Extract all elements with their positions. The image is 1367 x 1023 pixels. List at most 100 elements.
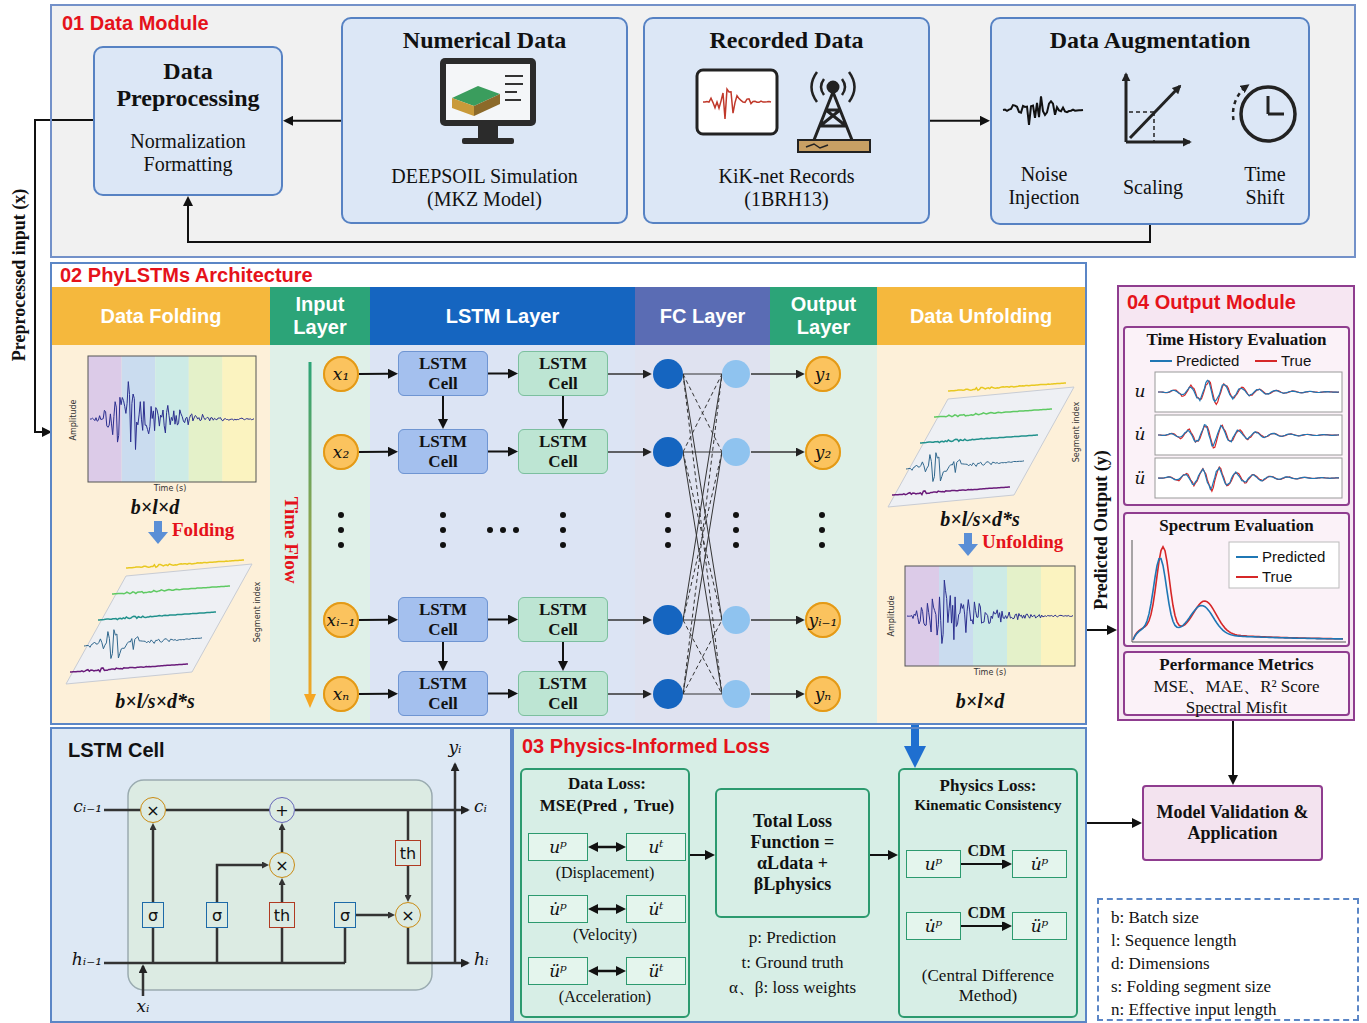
node-text: LSTM Cell [405, 600, 481, 640]
node-text: σ [212, 906, 222, 925]
label: hᵢ₋₁ [56, 950, 102, 970]
connector [217, 865, 262, 902]
connector [961, 925, 1002, 927]
node-text: Output Layer [770, 287, 877, 345]
ellipsis-dot [560, 512, 566, 518]
clock-icon [1233, 85, 1248, 120]
io-node: xᵢ₋₁ [323, 602, 359, 638]
legend-text: True [1262, 568, 1292, 585]
plot-axes [1155, 415, 1342, 455]
sigmoid-gate: σ [206, 902, 228, 928]
label: Noise Injection [998, 163, 1090, 209]
connector [870, 854, 888, 856]
connector [359, 619, 388, 621]
lstm-cell-wiring [153, 928, 345, 963]
node-text: LSTM Cell [405, 432, 481, 472]
legend-entry: True [1236, 568, 1292, 585]
lstm-cell-wiring [104, 809, 140, 812]
scaling-icon [1126, 74, 1190, 142]
lstm-cell-wiring [142, 966, 145, 996]
node-text: × [275, 856, 288, 875]
connector [930, 120, 980, 122]
label: (Displacement) [520, 864, 690, 882]
neuron [653, 679, 683, 709]
ellipsis-dot [440, 527, 446, 533]
label: Segment index [253, 582, 262, 642]
module-panel: 02 PhyLSTMs ArchitectureData FoldingInpu… [50, 262, 1087, 725]
ellipsis-dot [665, 512, 671, 518]
variable-box: u̇ᵗ [626, 895, 686, 923]
connector [488, 693, 508, 695]
node-text: Performance Metrics [1125, 655, 1348, 675]
station-icon [798, 72, 870, 152]
node-text: Data Preprocessing [95, 58, 281, 112]
fc-link [683, 374, 722, 375]
label: Time (s) [130, 484, 210, 493]
seismogram-icon [697, 70, 777, 134]
node-text: LSTM Cell [525, 600, 601, 640]
label: b×l/s×d*s [885, 508, 1075, 531]
lstm-cell: LSTM Cell [398, 351, 488, 396]
loss-box: Total Loss Function = αLdata + βLphysics [715, 788, 870, 918]
waveform [90, 382, 254, 450]
monitor-icon [478, 126, 498, 138]
time-flow-arrow [304, 694, 316, 708]
node-text: y₁ [815, 364, 831, 384]
node-text: uᵖ [925, 854, 943, 874]
legend-sample [1236, 576, 1258, 578]
node-text: x₁ [333, 364, 349, 384]
node-text: uᵗ [648, 837, 663, 857]
connector [1087, 822, 1132, 824]
station-icon [828, 82, 838, 92]
process-box: Recorded DataKiK-net Records (1BRH13) [643, 17, 930, 224]
io-node: xₙ [323, 676, 359, 712]
lstm-cell-wiring [104, 962, 345, 965]
node-text: Data Loss: MSE(Pred，True) [526, 774, 688, 817]
node-text: 02 PhyLSTMs Architecture [60, 264, 313, 287]
connector [407, 866, 410, 895]
ellipsis-dot [338, 512, 344, 518]
plot-axes [1155, 372, 1342, 412]
label: b×l×d [100, 496, 210, 519]
fc-link [608, 451, 650, 453]
node-text: th [274, 906, 290, 925]
node-text: Data Augmentation [992, 27, 1308, 54]
label: Unfolding [982, 531, 1072, 553]
output-box: Model Validation & Application [1142, 785, 1323, 861]
node-text: LSTM Cell [525, 674, 601, 714]
fc-link [683, 452, 722, 694]
connector [281, 830, 284, 852]
station-icon [806, 144, 828, 148]
operator-circle: × [140, 797, 166, 823]
true-trace [1158, 381, 1339, 405]
lstm-cell: LSTM Cell [518, 429, 608, 474]
ellipsis-dot [513, 527, 519, 533]
clock-icon [1241, 87, 1295, 141]
variable-box: üᵗ [626, 957, 686, 985]
label: ü [1131, 469, 1149, 489]
segment-trace [98, 612, 216, 620]
label: xᵢ [128, 997, 158, 1017]
fc-link [683, 374, 722, 694]
legend-text: True [1281, 352, 1311, 369]
sigmoid-gate: σ [334, 902, 356, 928]
fc-link [683, 452, 722, 620]
node-text: DEEPSOIL Simulation (MKZ Model) [381, 165, 588, 211]
ellipsis-dot [500, 527, 506, 533]
node-text: KiK-net Records (1BRH13) [683, 165, 890, 211]
connector [152, 830, 155, 902]
connector [562, 396, 564, 419]
monitor-icon [474, 94, 500, 116]
plot-strokes [66, 89, 1346, 709]
lstm-cell: LSTM Cell [398, 597, 488, 642]
segment-trace [892, 487, 1010, 495]
segment-trace [920, 435, 1038, 443]
node-text: 04 Output Module [1127, 291, 1296, 314]
ellipsis-dot [440, 542, 446, 548]
io-node: yₙ [805, 676, 841, 712]
lstm-cell-wiring [454, 764, 457, 963]
node-text: LSTM Cell [525, 354, 601, 394]
clock-icon [1233, 85, 1295, 141]
lstm-cell: LSTM Cell [398, 671, 488, 716]
lstm-cell-wiring [128, 780, 432, 990]
